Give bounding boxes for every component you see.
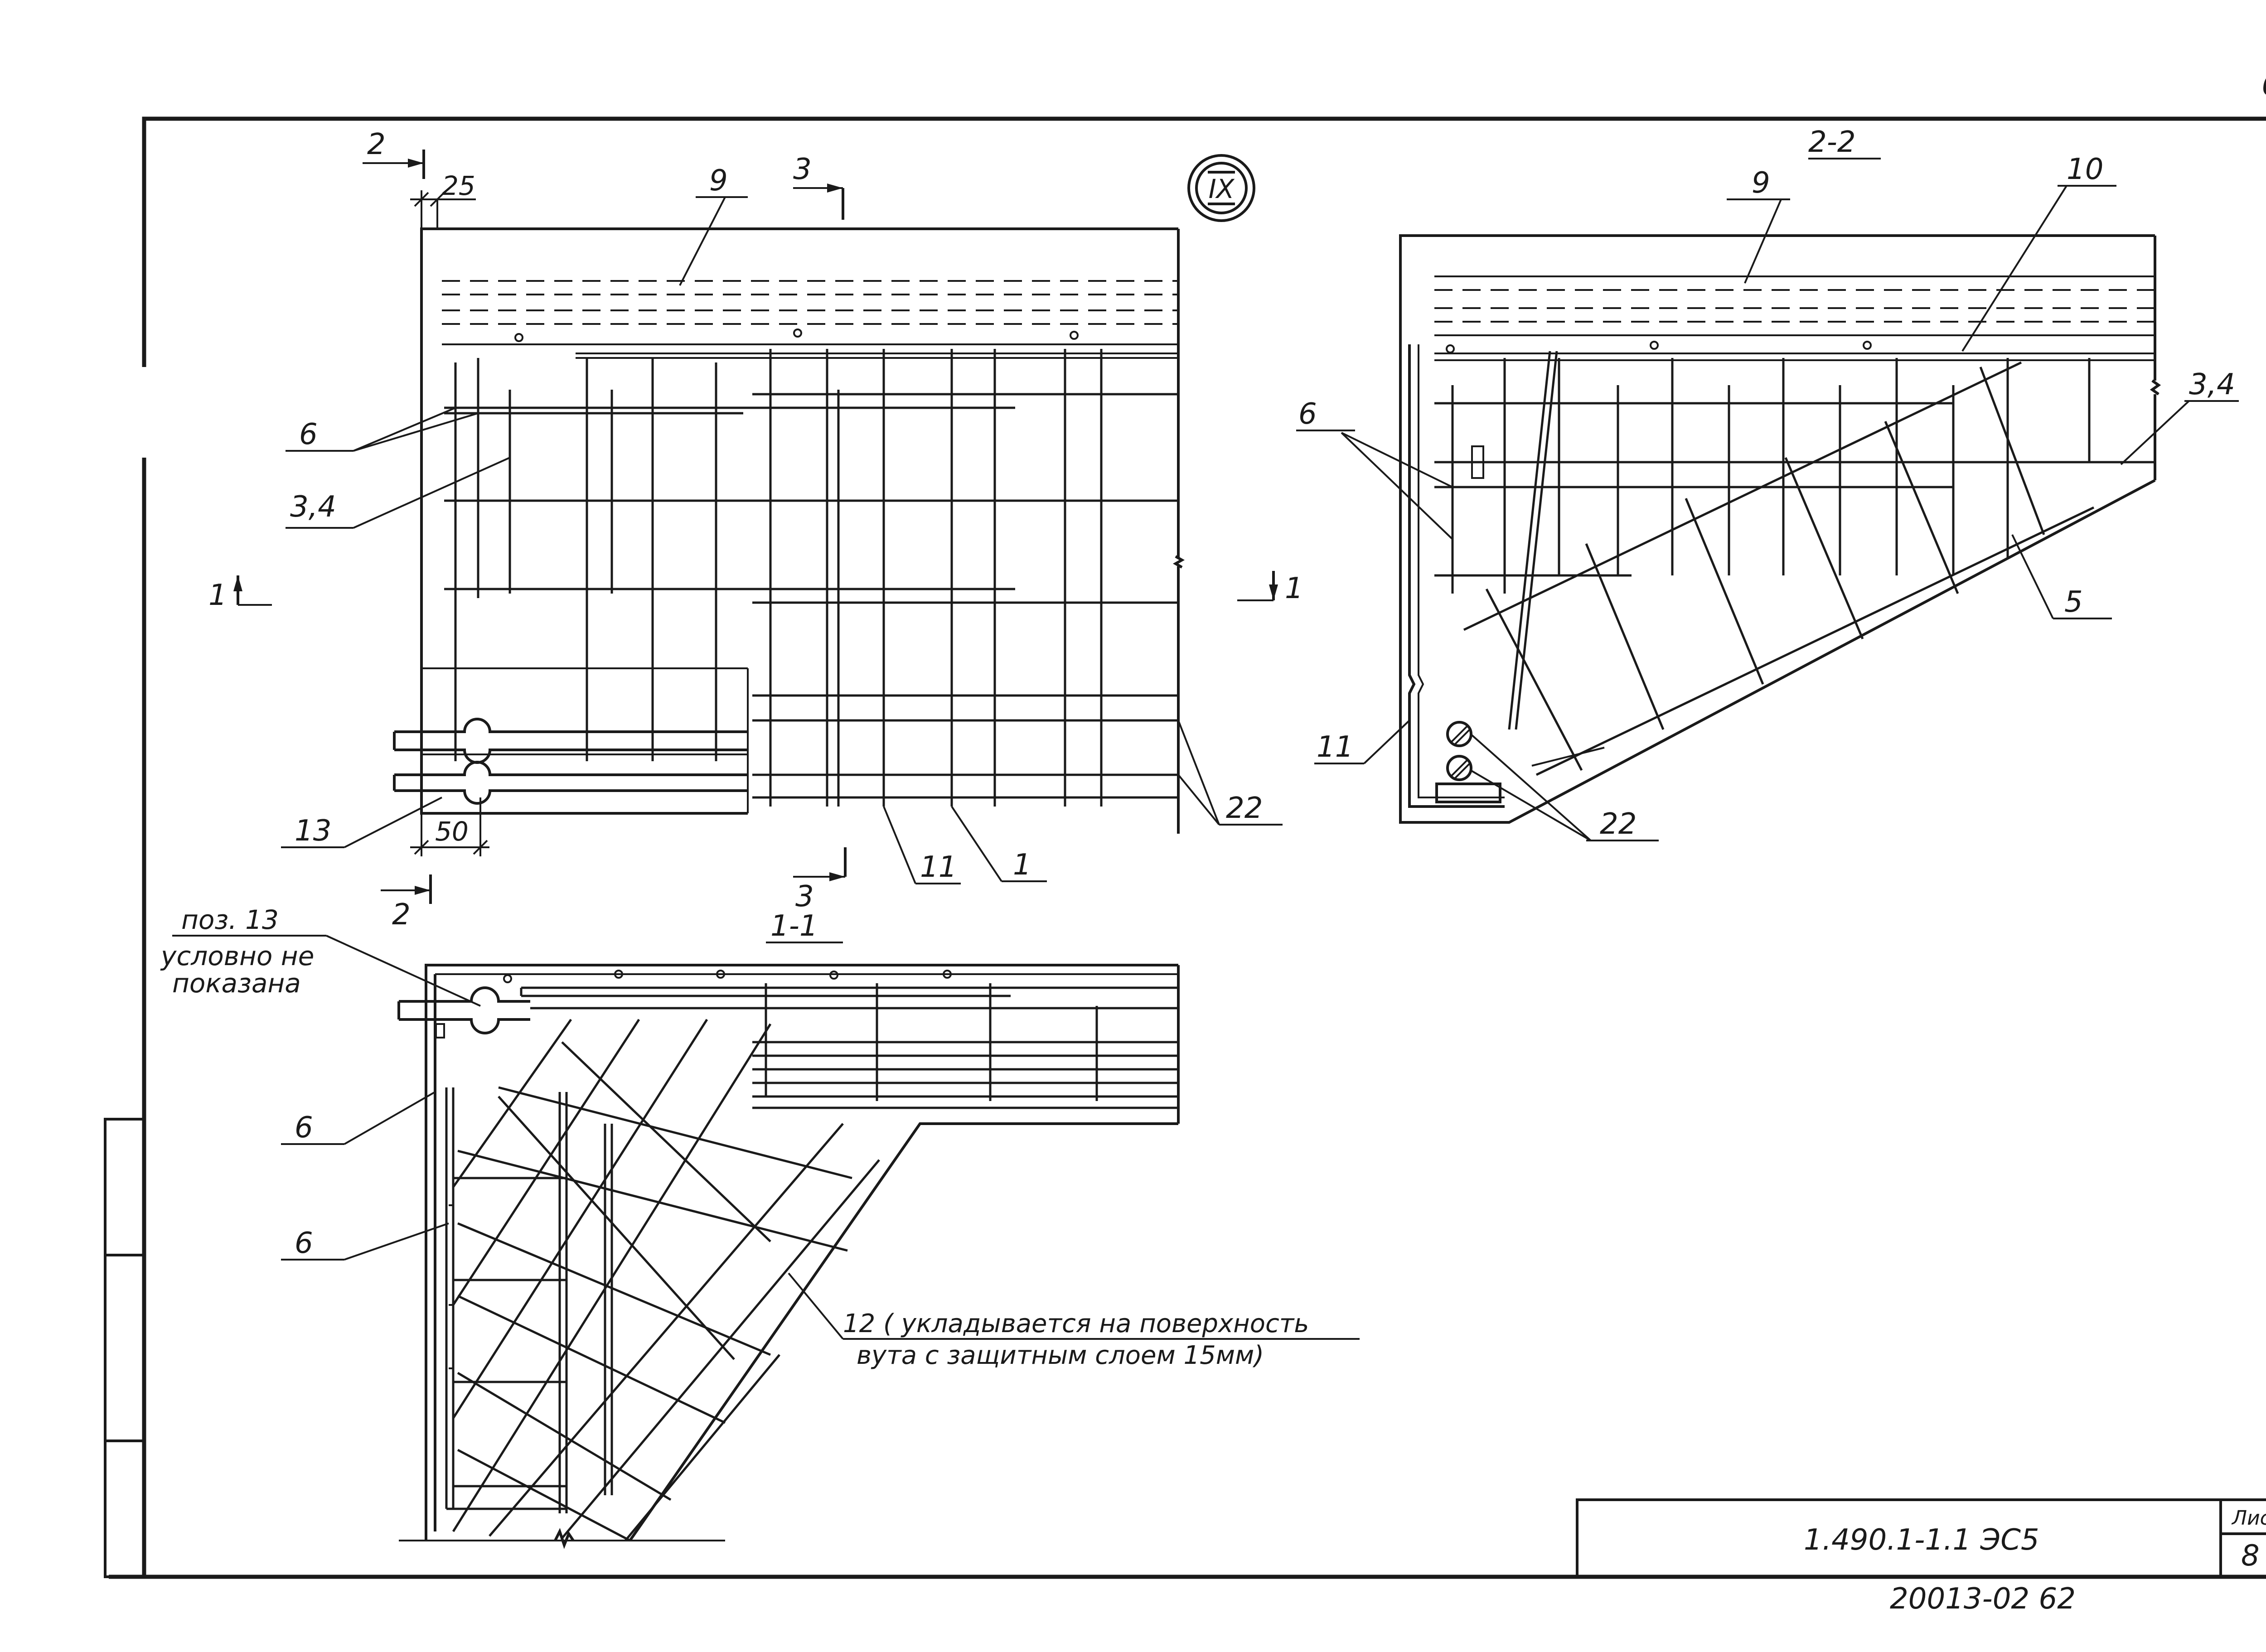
section-1-1-pos-12-line2: вута с защитным слоем 15мм) bbox=[857, 1341, 1264, 1370]
section-2-2-pos-11-label: 11 bbox=[1317, 730, 1353, 764]
section-2-2-pos-22-label: 22 bbox=[1600, 807, 1637, 841]
sheet-value: 8 bbox=[2241, 1539, 2260, 1573]
section-1-left-label: 1 bbox=[208, 579, 227, 612]
pos-13-label: 13 bbox=[295, 814, 331, 848]
pos-22-label: 22 bbox=[1226, 792, 1263, 825]
section-1-1-note-line2: условно не bbox=[160, 941, 314, 971]
section-1-1-pos-12-line1: 12 ( укладывается на поверхность bbox=[843, 1309, 1309, 1338]
sheet-label: Лис. bbox=[2231, 1507, 2266, 1530]
section-2-top-label: 2 bbox=[367, 128, 386, 161]
section-1-1-callouts: поз. 13 условно не показана 6 6 12 ( укл… bbox=[160, 904, 1360, 1370]
section-2-2-pos-10-label: 10 bbox=[2067, 153, 2103, 186]
dim-50-label: 50 bbox=[435, 816, 469, 847]
section-1-1-title: 1-1 bbox=[770, 909, 818, 943]
section-2-2-pos-3-4-label: 3,4 bbox=[2189, 368, 2235, 401]
section-3-bottom-label: 3 bbox=[795, 880, 814, 913]
section-2-2-callouts: 9 10 6 3,4 5 11 22 bbox=[1296, 153, 2239, 841]
footer-stamp: 20013-02 62 bbox=[1890, 1582, 2076, 1616]
detail-mark-label: IX bbox=[1209, 174, 1235, 204]
section-2-2-pos-6-label: 6 bbox=[1298, 397, 1317, 431]
break-symbol bbox=[1172, 555, 1185, 569]
section-1-right-label: 1 bbox=[1285, 572, 1303, 605]
detail-mark: IX bbox=[1187, 154, 1255, 222]
section-1-1-pos-6a-label: 6 bbox=[295, 1111, 313, 1145]
section-1-1-note-line3: показана bbox=[172, 968, 301, 999]
section-1-1: 1-1 bbox=[397, 909, 1180, 1549]
pos-11-label: 11 bbox=[920, 850, 957, 884]
pos-3-4-label: 3,4 bbox=[290, 490, 336, 524]
section-2-2-title: 2-2 bbox=[1808, 126, 1856, 159]
plan-view-callouts: 2 2 3 3 1 1 25 50 9 6 bbox=[208, 128, 1303, 932]
section-3-top-label: 3 bbox=[793, 153, 812, 186]
section-1-1-pos-6b-label: 6 bbox=[295, 1227, 313, 1260]
section-2-2-pos-5-label: 5 bbox=[2064, 585, 2083, 619]
section-2-2-pos-9-label: 9 bbox=[1752, 166, 1770, 200]
title-block: 1.490.1-1.1 ЭС5 Лис. 8 bbox=[1576, 1498, 2266, 1578]
section-2-2: 2-2 bbox=[1399, 126, 2161, 824]
dim-25-label: 25 bbox=[442, 170, 475, 201]
pos-6-label: 6 bbox=[299, 418, 318, 451]
section-1-1-note-line1: поз. 13 bbox=[181, 904, 279, 935]
document-code: 1.490.1-1.1 ЭС5 bbox=[1804, 1523, 2039, 1557]
sheet-number-corner: 61 bbox=[2261, 69, 2266, 102]
pos-9-label: 9 bbox=[709, 164, 728, 198]
pos-1-label: 1 bbox=[1013, 848, 1031, 882]
section-2-bottom-label: 2 bbox=[392, 898, 411, 932]
plan-view bbox=[393, 190, 1185, 856]
